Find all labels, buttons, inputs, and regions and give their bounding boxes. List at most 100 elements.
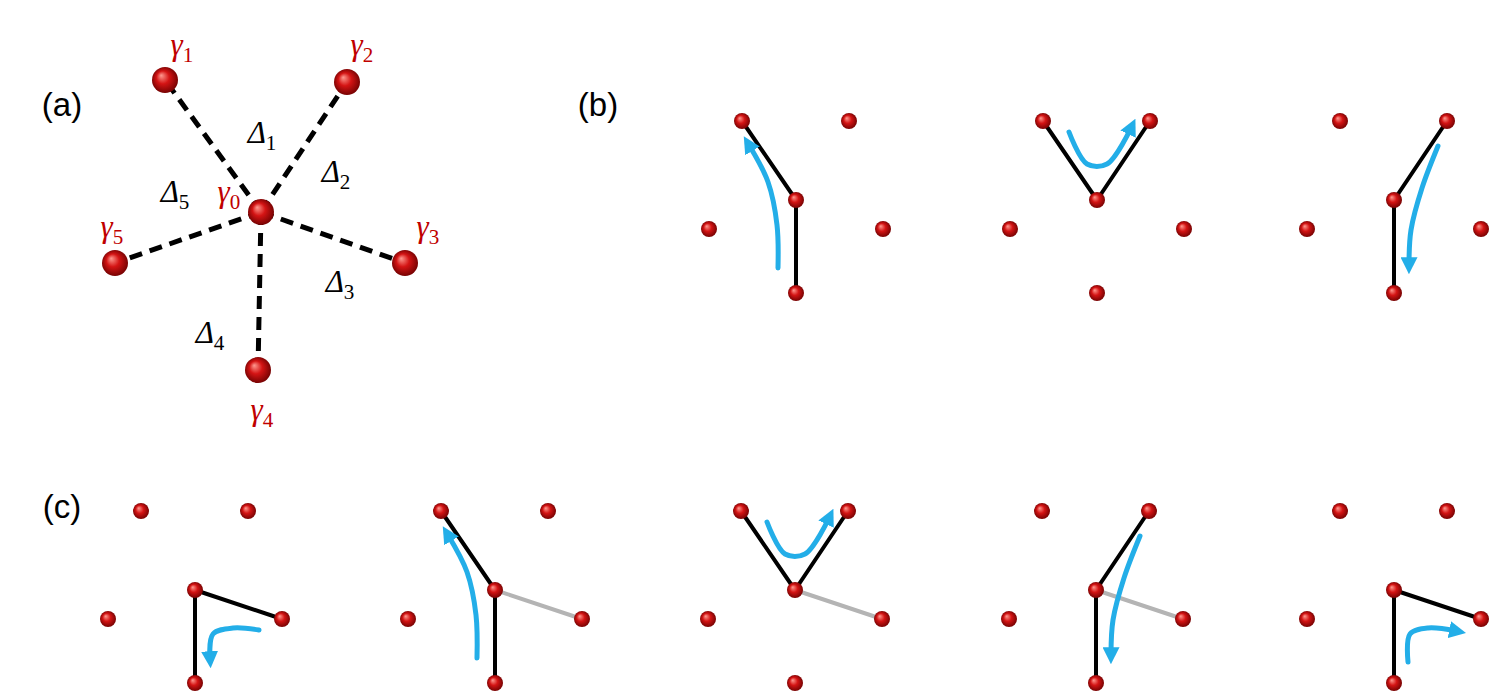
coupling-label: Δ5: [161, 175, 190, 209]
majorana-site: [1089, 192, 1105, 208]
exchange-arrow: [767, 518, 829, 556]
active-coupling: [1392, 590, 1396, 683]
coupling-label: Δ1: [248, 116, 277, 150]
coupling-line: [258, 212, 261, 370]
majorana-site: [574, 611, 590, 627]
coupling-line: [115, 212, 261, 263]
majorana-label: γ5: [101, 210, 124, 244]
active-coupling: [1394, 590, 1481, 619]
majorana-site: [540, 503, 556, 519]
coupling-line: [261, 82, 347, 212]
exchange-arrow: [749, 145, 778, 268]
majorana-site: [100, 611, 116, 627]
braid-step: [1002, 113, 1192, 301]
majorana-site: [1141, 503, 1157, 519]
panel-label: (c): [43, 489, 81, 525]
majorana-site: [152, 67, 178, 93]
majorana-site: [874, 611, 890, 627]
coupling-label: Δ4: [196, 316, 225, 350]
coupling-label: Δ3: [326, 265, 355, 299]
majorana-site: [1088, 582, 1104, 598]
exchange-arrow: [1111, 536, 1140, 654]
majorana-site: [734, 113, 750, 129]
majorana-site: [1088, 675, 1104, 691]
braid-step: [400, 503, 590, 691]
majorana-site: [1332, 503, 1348, 519]
majorana-site: [1439, 503, 1455, 519]
majorana-site: [1473, 611, 1489, 627]
panel-label: (a): [42, 87, 82, 123]
majorana-site: [787, 582, 803, 598]
active-coupling: [193, 590, 197, 683]
majorana-site: [1002, 221, 1018, 237]
majorana-site: [392, 250, 418, 276]
exchange-arrow: [1069, 128, 1131, 166]
active-coupling: [493, 590, 497, 683]
majorana-site: [1386, 675, 1402, 691]
majorana-site: [187, 675, 203, 691]
braid-step: [1001, 503, 1191, 691]
majorana-site: [240, 503, 256, 519]
exchange-arrow: [448, 535, 477, 658]
active-coupling: [1097, 121, 1150, 200]
majorana-label: γ4: [251, 393, 274, 427]
majorana-site: [788, 285, 804, 301]
majorana-site: [1386, 582, 1402, 598]
braid-step: [100, 503, 290, 691]
majorana-site: [487, 675, 503, 691]
active-coupling: [1392, 200, 1396, 293]
majorana-site: [187, 582, 203, 598]
majorana-site: [1386, 192, 1402, 208]
majorana-site: [400, 611, 416, 627]
majorana-site: [788, 192, 804, 208]
coupling-line: [261, 212, 405, 263]
star-panel: [102, 67, 418, 383]
majorana-site: [841, 113, 857, 129]
majorana-site: [487, 582, 503, 598]
majorana-site: [334, 69, 360, 95]
majorana-label: γ3: [417, 210, 440, 244]
braid-step: [1299, 503, 1489, 691]
majorana-label: γ0: [218, 175, 241, 209]
majorana-site: [1439, 113, 1455, 129]
braid-step: [701, 113, 891, 301]
majorana-site: [1035, 113, 1051, 129]
majorana-site: [875, 221, 891, 237]
majorana-site: [1299, 221, 1315, 237]
active-coupling: [1094, 590, 1098, 683]
majorana-site: [1001, 611, 1017, 627]
braid-step: [1299, 113, 1489, 301]
panel-label: (b): [578, 87, 618, 123]
majorana-site: [700, 611, 716, 627]
majorana-label: γ2: [351, 28, 374, 62]
exchange-arrow: [1409, 146, 1438, 264]
exchange-arrow: [210, 628, 259, 658]
majorana-label: γ1: [171, 28, 194, 62]
active-coupling: [195, 590, 282, 619]
majorana-site: [1089, 285, 1105, 301]
weak-coupling: [795, 590, 882, 619]
coupling-label: Δ2: [322, 155, 351, 189]
majorana-site: [433, 503, 449, 519]
weak-coupling: [1096, 590, 1183, 619]
majorana-site: [733, 503, 749, 519]
majorana-site: [1386, 285, 1402, 301]
majorana-site: [1473, 221, 1489, 237]
majorana-site: [1034, 503, 1050, 519]
majorana-site: [1142, 113, 1158, 129]
majorana-site: [102, 250, 128, 276]
majorana-site: [1176, 221, 1192, 237]
majorana-site: [1175, 611, 1191, 627]
majorana-site: [133, 503, 149, 519]
exchange-arrow: [1407, 628, 1456, 662]
majorana-site: [840, 503, 856, 519]
majorana-site: [274, 611, 290, 627]
active-coupling: [795, 511, 848, 590]
majorana-site: [787, 675, 803, 691]
majorana-site: [701, 221, 717, 237]
majorana-site: [1332, 113, 1348, 129]
majorana-site: [248, 199, 274, 225]
braid-step: [700, 503, 890, 691]
weak-coupling: [495, 590, 582, 619]
